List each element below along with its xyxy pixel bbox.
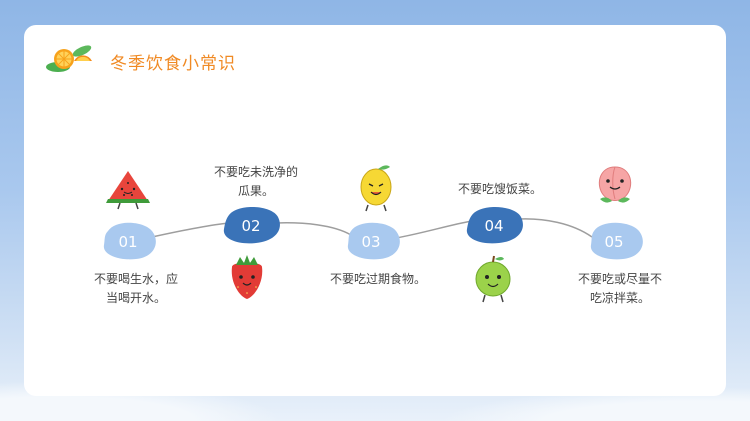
step-number-04: 04 xyxy=(484,217,504,235)
step-blob-05 xyxy=(590,222,643,260)
tip-05: 不要吃或尽量不 吃凉拌菜。 xyxy=(562,270,678,308)
step-blob-04 xyxy=(466,206,523,244)
tip-01-line1: 不要喝生水，应 xyxy=(93,272,178,286)
step-blob-03 xyxy=(347,222,400,260)
step-number-03: 03 xyxy=(361,233,381,251)
tip-01: 不要喝生水，应 当喝开水。 xyxy=(78,270,194,308)
tip-04-line1: 不要吃馊饭菜。 xyxy=(457,182,542,196)
peach-icon xyxy=(598,166,632,203)
lemon-icon xyxy=(360,165,392,212)
timeline-connector xyxy=(103,206,643,260)
step-number-01: 01 xyxy=(118,233,138,251)
tip-05-line2: 吃凉拌菜。 xyxy=(589,291,650,305)
tip-03-line1: 不要吃过期食物。 xyxy=(329,272,426,286)
tip-02-line2: 瓜果。 xyxy=(237,184,274,198)
strawberry-icon xyxy=(231,255,263,299)
tip-02-line1: 不要吃未洗净的 xyxy=(213,165,298,179)
orange-slices-icon xyxy=(46,45,92,72)
step-number-02: 02 xyxy=(241,217,261,235)
tip-05-line1: 不要吃或尽量不 xyxy=(577,272,662,286)
content-card: 冬季饮食小常识 01 02 03 04 05 不要喝生水，应 当喝开水。 不要吃… xyxy=(24,25,726,396)
watermelon-icon xyxy=(106,171,150,210)
step-number-05: 05 xyxy=(604,233,624,251)
tip-03: 不要吃过期食物。 xyxy=(320,270,436,289)
step-blob-01 xyxy=(103,222,156,260)
tip-01-line2: 当喝开水。 xyxy=(105,291,166,305)
page-title: 冬季饮食小常识 xyxy=(110,54,236,74)
step-blob-02 xyxy=(223,206,280,244)
tip-04: 不要吃馊饭菜。 xyxy=(442,180,558,199)
apple-icon xyxy=(475,255,511,303)
tip-02: 不要吃未洗净的 瓜果。 xyxy=(198,163,314,201)
